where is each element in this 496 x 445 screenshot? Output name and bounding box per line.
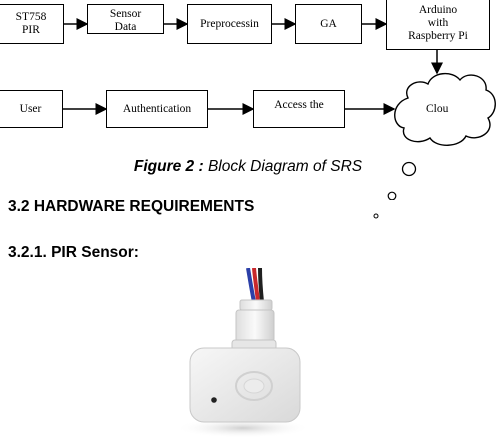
box-user: User — [0, 90, 63, 128]
box-preprocessing: Preprocessin — [187, 4, 272, 44]
box-arduino: Arduino with Raspberry Pi — [386, 0, 490, 50]
subsection-heading: 3.2.1. PIR Sensor: — [8, 244, 139, 262]
box-pir: ST758 PIR — [0, 4, 64, 44]
box-access: Access the — [253, 90, 345, 128]
pir-sensor-image — [168, 268, 318, 440]
cloud-trail-circle-small — [370, 210, 382, 222]
box-authentication: Authentication — [106, 90, 208, 128]
figure-caption-text: Block Diagram of SRS — [208, 158, 362, 175]
figure-label: Figure 2 : — [134, 158, 204, 175]
box-sensor-data: Sensor Data — [87, 4, 164, 34]
section-heading: 3.2 HARDWARE REQUIREMENTS — [8, 198, 254, 216]
figure-caption: Figure 2 : Block Diagram of SRS — [0, 158, 496, 176]
box-ga: GA — [295, 4, 362, 44]
cloud-label: Clou — [426, 103, 448, 115]
cloud-trail-circle — [388, 192, 396, 200]
